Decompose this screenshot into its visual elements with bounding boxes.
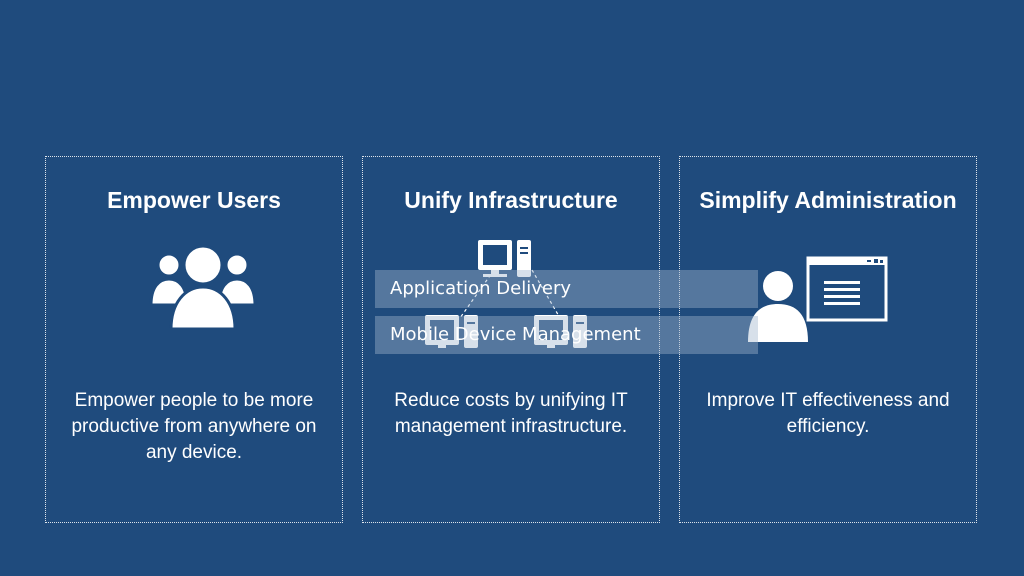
card-description: Reduce costs by unifying IT management i…: [394, 390, 628, 437]
users-group-icon: [149, 244, 257, 331]
card-description: Improve IT effectiveness and efficiency.: [706, 390, 950, 437]
empower-users-card: Empower Users Empower people to be more …: [45, 156, 343, 523]
card-title: Empower Users: [107, 187, 281, 213]
network-computers-icon: [425, 240, 587, 348]
unify-infrastructure-card: Unify Infrastructure Reduce costs by: [362, 156, 660, 523]
mobile-device-management-bar: Mobile Device Management: [375, 316, 758, 354]
application-delivery-bar: Application Delivery: [375, 270, 758, 308]
simplify-administration-card: Simplify Administration Improve IT effec…: [679, 156, 977, 523]
card-description: Empower people to be more productive fro…: [71, 390, 317, 463]
admin-window-icon: [748, 256, 888, 342]
card-title: Unify Infrastructure: [404, 187, 618, 213]
card-title: Simplify Administration: [699, 187, 957, 213]
